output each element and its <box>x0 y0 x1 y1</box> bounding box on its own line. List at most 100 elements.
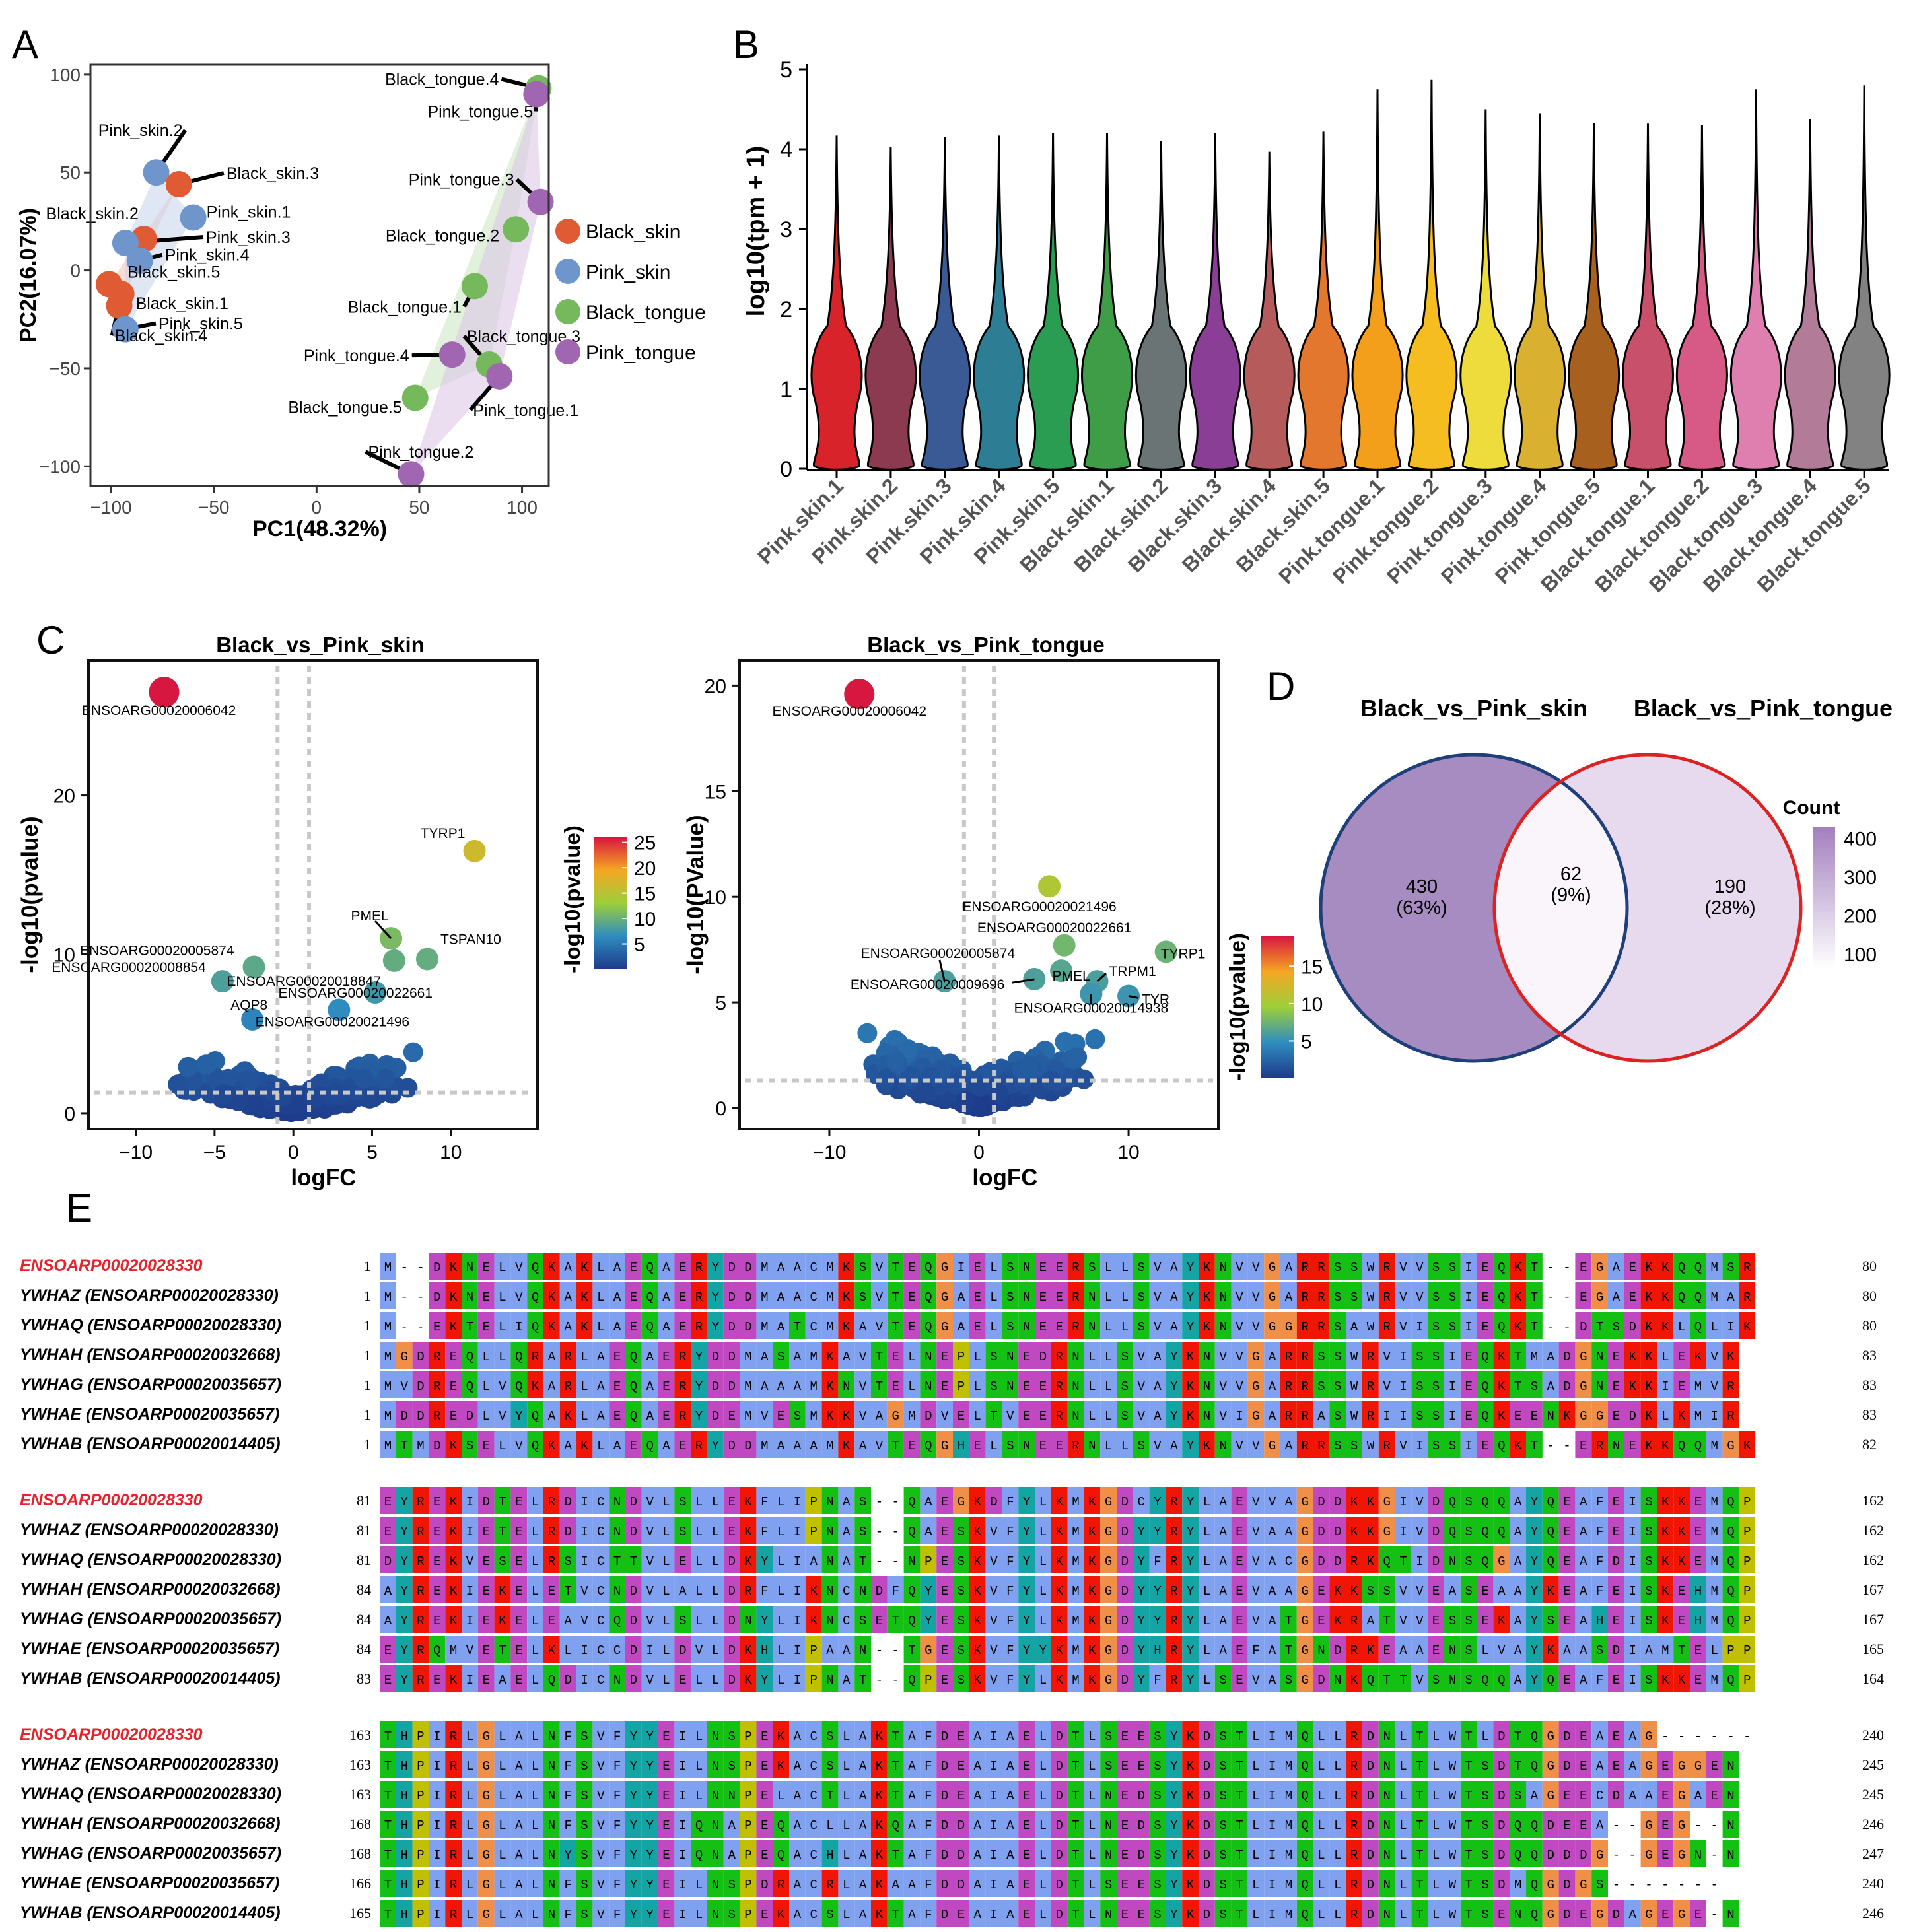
alignment-residue-cell <box>559 1342 576 1369</box>
alignment-residue: K <box>1645 1409 1653 1424</box>
alignment-residue: L <box>1399 1789 1407 1803</box>
vtongue-highlight-point <box>1037 875 1061 898</box>
alignment-residue: S <box>1219 1729 1226 1744</box>
alignment-residue: K <box>1563 1409 1571 1424</box>
alignment-residue: Y <box>1039 1643 1047 1658</box>
alignment-residue: A <box>1285 1525 1293 1539</box>
alignment-residue: N <box>712 1789 719 1803</box>
alignment-residue: S <box>1432 1350 1440 1364</box>
alignment-residue: G <box>1580 1878 1587 1892</box>
alignment-residue: A <box>564 1260 572 1275</box>
alignment-residue: L <box>532 1584 539 1599</box>
alignment-residue: G <box>1105 1643 1112 1658</box>
alignment-residue: K <box>1088 1525 1096 1539</box>
alignment-residue-cell <box>1149 1253 1166 1280</box>
alignment-residue: E <box>1694 1673 1702 1688</box>
alignment-residue: A <box>1317 1409 1325 1424</box>
alignment-residue-cell <box>920 1282 937 1309</box>
violin-category-label: Black.skin.1 <box>1015 473 1118 576</box>
alignment-residue: K <box>1350 1584 1358 1599</box>
alignment-residue: A <box>908 1878 916 1892</box>
alignment-residue: S <box>1547 1614 1554 1628</box>
alignment-residue: L <box>1317 1848 1325 1863</box>
violin-shape <box>810 135 863 471</box>
alignment-residue-cell <box>1117 1282 1133 1309</box>
alignment-residue: V <box>597 1878 605 1892</box>
alignment-residue-cell <box>838 1312 855 1339</box>
alignment-residue: G <box>1580 1379 1587 1394</box>
alignment-residue: P <box>744 1818 751 1833</box>
alignment-residue: L <box>712 1614 719 1628</box>
alignment-residue: W <box>1449 1908 1457 1922</box>
alignment-residue: K <box>973 1554 981 1569</box>
alignment-residue-cell <box>1329 1312 1346 1339</box>
alignment-residue: E <box>482 1614 489 1628</box>
alignment-residue: E <box>1481 1584 1488 1599</box>
alignment-start-pos: 1 <box>364 1436 371 1453</box>
alignment-residue: V <box>1383 1379 1391 1394</box>
alignment-residue-cell <box>1067 1253 1084 1280</box>
alignment-residue: L <box>482 1409 489 1424</box>
alignment-residue-cell <box>674 1312 691 1339</box>
alignment-residue: N <box>712 1818 719 1833</box>
alignment-residue: C <box>1285 1554 1292 1569</box>
alignment-residue: L <box>695 1759 703 1774</box>
alignment-residue: K <box>744 1643 752 1658</box>
alignment-residue-cell <box>887 1342 904 1369</box>
alignment-residue: T <box>1072 1729 1079 1744</box>
alignment-residue: L <box>662 1614 670 1628</box>
alignment-residue-cell <box>1149 1342 1166 1369</box>
alignment-residue: N <box>1219 1260 1226 1275</box>
alignment-residue: A <box>794 1878 802 1892</box>
alignment-residue: L <box>1334 1729 1341 1744</box>
alignment-residue-cell <box>1231 1342 1248 1369</box>
alignment-residue: S <box>859 1614 866 1628</box>
alignment-residue: E <box>1580 1439 1587 1453</box>
alignment-residue: E <box>1432 1614 1440 1628</box>
alignment-residue: I <box>1727 1320 1734 1334</box>
alignment-residue: Y <box>712 1439 720 1453</box>
alignment-residue: G <box>1269 1290 1276 1305</box>
alignment-residue: G <box>1269 1439 1276 1453</box>
alignment-residue: K <box>450 1290 458 1305</box>
alignment-residue-cell <box>543 1282 560 1309</box>
alignment-residue: V <box>990 1614 998 1628</box>
alignment-residue: E <box>908 1320 915 1334</box>
alignment-residue: E <box>1465 1350 1472 1364</box>
alignment-residue: L <box>908 1379 915 1394</box>
alignment-residue: I <box>1399 1379 1407 1394</box>
alignment-residue: G <box>1547 1759 1554 1774</box>
alignment-residue: R <box>1350 1908 1358 1922</box>
alignment-residue: L <box>1710 1320 1718 1334</box>
pca-point <box>401 384 429 411</box>
pca-point <box>126 247 153 274</box>
alignment-residue: E <box>384 1643 392 1658</box>
alignment-residue: A <box>515 1878 523 1892</box>
alignment-residue: K <box>1055 1525 1063 1539</box>
alignment-residue-cell <box>1608 1253 1624 1280</box>
vtongue-gene-point <box>1019 1056 1039 1076</box>
alignment-residue: T <box>908 1643 915 1658</box>
vskin-gene-point <box>240 1071 260 1091</box>
alignment-residue: L <box>777 1614 784 1628</box>
venn-colorbar <box>1813 827 1835 969</box>
alignment-residue: Q <box>1694 1439 1702 1453</box>
vtongue-gene-point <box>886 1050 906 1070</box>
alignment-residue: Y <box>1137 1643 1145 1658</box>
alignment-residue: C <box>810 1818 817 1833</box>
alignment-residue: N <box>1514 1908 1521 1922</box>
alignment-residue: D <box>630 1584 637 1599</box>
alignment-residue-cell <box>1018 1253 1035 1280</box>
alignment-residue: G <box>1580 1350 1587 1364</box>
alignment-residue: - <box>1694 1818 1702 1833</box>
alignment-residue-cell <box>380 1312 396 1339</box>
alignment-residue: K <box>1645 1320 1653 1334</box>
alignment-residue: S <box>826 1759 833 1774</box>
alignment-residue: Y <box>1023 1584 1031 1599</box>
alignment-residue: - <box>891 1554 899 1569</box>
alignment-residue: Q <box>1449 1525 1456 1539</box>
alignment-residue: R <box>564 1379 571 1394</box>
alignment-residue: I <box>433 1818 440 1833</box>
alignment-residue-cell <box>510 1342 528 1369</box>
alignment-residue: R <box>417 1673 424 1688</box>
